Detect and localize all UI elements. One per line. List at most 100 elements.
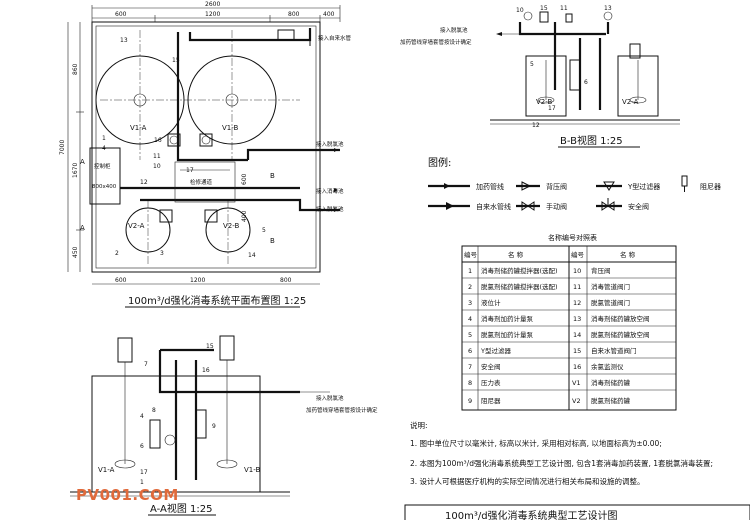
table-row: 8 压力表 V1 消毒剂储药罐 xyxy=(468,378,631,387)
bb-callout: 13 xyxy=(604,5,612,12)
plan-title: 100m³/d强化消毒系统平面布置图 1:25 xyxy=(128,294,306,307)
table-cell: 压力表 xyxy=(481,378,501,387)
section-bb: 接入脱氯池 加药管线穿墙套管按设计确定 10 15 11 13 5 6 17 V… xyxy=(400,5,680,148)
table-cell: 脱氯剂储药罐 xyxy=(591,396,631,405)
aa-tank-v1a-label: V1-A xyxy=(98,466,115,474)
table-header: 编号 xyxy=(571,250,585,259)
plan-callout: 11 xyxy=(153,153,161,160)
plan-annot-water-inlet: 接入自来水管 xyxy=(318,34,352,42)
tank-v1b-plan xyxy=(187,55,277,145)
table-cell: 余氯监测仪 xyxy=(591,362,624,371)
table-cell: 11 xyxy=(573,283,581,291)
pump-icon xyxy=(149,419,161,449)
table-cell: 脱氯剂储药罐放空阀 xyxy=(591,330,650,339)
plan-callout: 12 xyxy=(140,179,148,186)
table-cell: 消毒剂储药罐放空阀 xyxy=(591,314,650,323)
pump-icon xyxy=(569,59,581,91)
bb-callout: 11 xyxy=(560,5,568,12)
section-marker-b-top: B xyxy=(270,172,275,180)
table-cell: 10 xyxy=(573,267,581,275)
table-cell: 背压阀 xyxy=(591,266,611,275)
pump-icon xyxy=(629,43,641,59)
dim-top-total: 2600 xyxy=(205,1,220,8)
tank-v2b-plan xyxy=(205,207,251,253)
section-marker-a-bottom: A xyxy=(80,224,85,232)
legend-item: 自来水管线 xyxy=(476,202,511,211)
bb-callout: 5 xyxy=(530,61,534,68)
aa-callout: 15 xyxy=(206,343,214,350)
table-cell: Y型过滤器 xyxy=(480,346,511,355)
tank-v2b-section xyxy=(617,55,659,117)
dim-bottom-3: 800 xyxy=(280,277,292,284)
tank-v1b-label: V1-B xyxy=(222,124,239,132)
table-cell: 1 xyxy=(468,267,472,275)
aa-annot-dechlor: 接入脱氯池 xyxy=(316,394,344,402)
legend-heading: 图例: xyxy=(428,156,451,169)
table-cell: V1 xyxy=(572,379,581,387)
table-cell: 消毒剂储药罐 xyxy=(591,378,631,387)
plan-callout: 4 xyxy=(102,145,106,152)
sheet-title-partial: 100m³/d强化消毒系统典型工艺设计图 xyxy=(445,509,618,520)
table-cell: 脱氯剂储药罐搅拌器(选配) xyxy=(481,282,558,291)
table-cell: 8 xyxy=(468,379,472,387)
bb-annot-sleeve: 加药管线穿墙套管按设计确定 xyxy=(400,38,472,46)
dim-left-total: 7000 xyxy=(59,140,66,155)
bb-callout: 12 xyxy=(532,122,540,129)
notes-heading: 说明: xyxy=(410,420,428,430)
tank-v2a-plan xyxy=(125,207,171,253)
table-cell: 6 xyxy=(468,347,472,355)
plan-callout: 1 xyxy=(102,135,106,142)
table-row: 9 阻尼器 V2 脱氯剂储药罐 xyxy=(468,396,631,405)
notes: 说明: 1. 图中单位尺寸以毫米计, 标高以米计, 采用相对标高, 以地面标高为… xyxy=(404,420,750,520)
dim-top-4: 400 xyxy=(323,11,335,18)
legend: 图例: 加药管线 背压阀 Y型过滤器 阻尼器 自来水管线 手动阀 安全阀 xyxy=(428,156,721,211)
dim-top-1: 600 xyxy=(115,11,127,18)
legend-item: 阻尼器 xyxy=(700,182,721,191)
table-cell: 消毒剂加药计量泵 xyxy=(481,314,534,323)
bb-title: B-B视图 1:25 xyxy=(560,134,623,147)
plan-callout: 10 xyxy=(153,163,161,170)
plan-callout: 5 xyxy=(262,227,266,234)
section-marker-b-bottom: B xyxy=(270,237,275,245)
table-cell: 4 xyxy=(468,315,472,323)
dim-bottom-1: 600 xyxy=(115,277,127,284)
bb-annot-dechlor: 接入脱氯池 xyxy=(440,26,468,34)
aa-callout: 6 xyxy=(140,443,144,450)
table-cell: 16 xyxy=(573,363,581,371)
plan-annot-dechlor-1: 接入脱氯池 xyxy=(316,140,344,148)
table-row: 3 液位计 12 脱氯管道阀门 xyxy=(468,298,630,307)
table-cell: 脱氯剂加药计量泵 xyxy=(481,330,534,339)
bb-callout: 10 xyxy=(516,7,524,14)
section-aa: 接入脱氯池 加药管线穿墙套管按设计确定 15 7 16 8 4 6 9 17 1… xyxy=(70,335,378,516)
table-cell: 脱氯管道阀门 xyxy=(591,298,630,307)
pump-icon xyxy=(195,409,207,439)
walkway-label: 检修通道 xyxy=(190,178,213,186)
dim-bottom-2: 1200 xyxy=(190,277,205,284)
pump-icon xyxy=(167,133,181,147)
plan-callout: 2 xyxy=(115,250,119,257)
bb-callout: 6 xyxy=(584,79,588,86)
aa-callout: 9 xyxy=(212,423,216,430)
plan-callout: 14 xyxy=(248,252,256,259)
section-marker-a-top: A xyxy=(80,158,85,166)
table-header: 名 称 xyxy=(508,250,524,259)
tank-v1a-plan xyxy=(95,55,185,145)
table-cell: 消毒剂储药罐搅拌器(选配) xyxy=(481,266,558,275)
manual-valve-icon xyxy=(521,201,535,211)
table-row: 2 脱氯剂储药罐搅拌器(选配) 11 消毒管道阀门 xyxy=(468,282,630,291)
pump-icon xyxy=(204,209,218,223)
legend-item: 加药管线 xyxy=(476,182,504,191)
bb-callout: 15 xyxy=(540,5,548,12)
safety-valve-icon xyxy=(601,201,615,211)
plan-callout: 16 xyxy=(154,137,162,144)
table-cell: 13 xyxy=(573,315,581,323)
plan-callout: 17 xyxy=(186,167,194,174)
table-cell: 安全阀 xyxy=(481,362,501,371)
aa-tank-v1b-label: V1-B xyxy=(244,466,261,474)
aa-title: A-A视图 1:25 xyxy=(150,502,213,515)
aa-callout: 8 xyxy=(152,407,156,414)
table-header: 名 称 xyxy=(620,250,636,259)
control-cabinet-size: 800x400 xyxy=(92,184,117,190)
legend-item: 背压阀 xyxy=(546,182,567,191)
